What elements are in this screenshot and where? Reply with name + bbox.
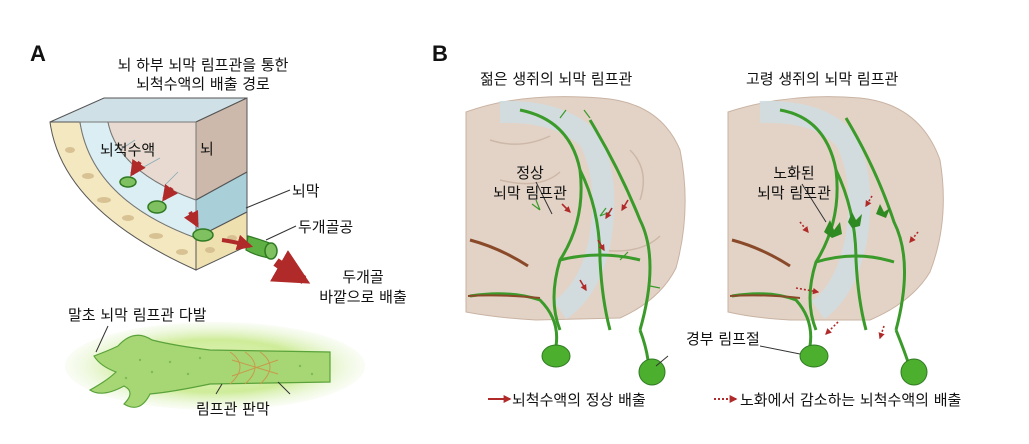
legend-reduced-text: 노화에서 감소하는 뇌척수액의 배출 [740,391,962,409]
old-title: 고령 생쥐의 뇌막 림프관 [746,70,899,88]
outflow-arrow [270,250,311,284]
lymphatic-vessel-sections [119,176,214,242]
terminal-lymphatic-vessel [65,322,365,410]
aged-clumps [824,204,890,238]
normal-label-line1: 정상 [516,164,544,182]
normal-vessels [469,108,652,361]
aged-mouse-brain [727,96,944,386]
valve-mesh [229,351,279,385]
aged-label-line1: 노화된 [773,164,815,182]
csf-label: 뇌척수액 [100,141,156,159]
csf-flow-arrows [130,158,254,251]
lymph-node [541,344,571,368]
panel-a-title-line2: 뇌척수액의 배출 경로 [136,75,270,93]
meninges-label: 뇌막 [292,182,320,200]
young-mouse-brain [465,96,686,386]
foramen-label: 두개골공 [298,218,354,236]
valve-label: 림프관 판막 [196,400,270,418]
lymph-node [638,358,666,386]
panel-a-title-line1: 뇌 하부 뇌막 림프관을 통한 [117,56,289,74]
young-title: 젊은 생쥐의 뇌막 림프관 [480,70,633,88]
outside-label-line1: 두개골 [342,268,384,286]
lymph-node [799,344,829,368]
panel-b-letter: B [432,41,448,66]
aged-label-line2: 뇌막 림프관 [757,184,831,202]
aged-vessels [731,108,910,363]
lymph-node-label: 경부 림프절 [686,330,760,348]
lymph-node [900,358,928,386]
legend-normal-text: 뇌척수액의 정상 배출 [512,391,646,409]
brain-label: 뇌 [200,140,214,158]
outside-label-line2: 바깥으로 배출 [319,288,407,306]
normal-label-line2: 뇌막 림프관 [493,184,567,202]
terminal-vessel-label: 말초 뇌막 림프관 다발 [68,306,207,324]
skull-block-diagram [49,97,311,284]
panel-a-letter: A [30,41,46,66]
